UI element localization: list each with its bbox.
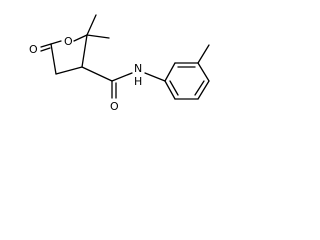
bond-n-aryl (144, 72, 166, 82)
atom-lactone-carbonyl-oxygen: O (29, 43, 38, 56)
bond-c3-camide (81, 66, 113, 82)
atom-amide-carbonyl-oxygen: O (110, 100, 119, 113)
bond-ar1-ar2 (164, 62, 176, 82)
atom-labels: O O O N H (29, 35, 142, 113)
bond-ar3-ar4 (197, 62, 210, 82)
atom-ring-oxygen: O (64, 35, 73, 48)
bonds (40, 14, 210, 100)
bond-c2-methyl-a (86, 14, 97, 36)
bond-ar-inner-3 (169, 80, 179, 96)
bond-c5-o1 (50, 40, 62, 45)
bond-ar-inner-2 (194, 80, 205, 96)
bond-o1-c2 (73, 34, 88, 42)
bond-c2-methyl-b (86, 34, 110, 39)
bond-ar-methyl (197, 44, 210, 64)
bond-c5-o-double-a (40, 43, 52, 48)
chemical-structure: O O O N H (29, 14, 210, 113)
atom-amide-nitrogen: N (134, 62, 142, 75)
bond-c4-c5 (50, 43, 57, 75)
atom-amide-hydrogen: H (134, 75, 142, 88)
bond-ar6-ar1 (164, 80, 176, 100)
bond-c2-c3 (81, 34, 88, 68)
bond-ar4-ar5 (197, 80, 210, 100)
bond-camide-n (111, 72, 133, 82)
bond-c5-o-double-b (40, 47, 51, 52)
bond-c3-c4 (55, 66, 83, 75)
